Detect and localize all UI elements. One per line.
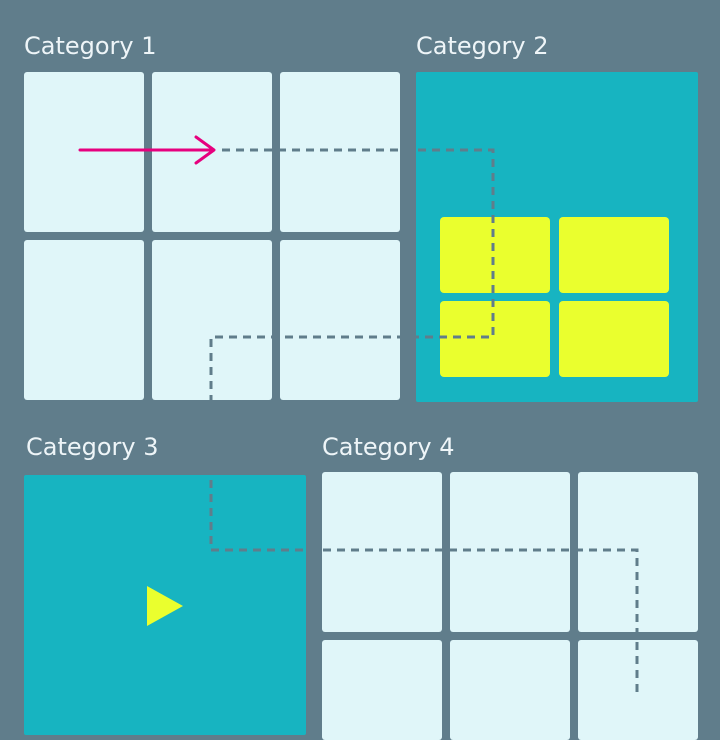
category-4-tile[interactable]: [450, 640, 570, 740]
category-1-tile[interactable]: [152, 72, 272, 232]
category-1-tile[interactable]: [280, 72, 400, 232]
category-4-tile[interactable]: [450, 472, 570, 632]
category-4-tile[interactable]: [322, 472, 442, 632]
category-4-tile[interactable]: [578, 472, 698, 632]
category-2-chip[interactable]: [440, 217, 550, 293]
category-2-chip[interactable]: [440, 301, 550, 377]
category-3-panel[interactable]: [24, 475, 306, 735]
category-1-tile[interactable]: [24, 240, 144, 400]
category-4-tile[interactable]: [322, 640, 442, 740]
category-4-tile[interactable]: [578, 640, 698, 740]
category-1-tile[interactable]: [280, 240, 400, 400]
category-1-tile[interactable]: [24, 72, 144, 232]
category-3-label: Category 3: [26, 433, 159, 461]
category-2-chip[interactable]: [559, 217, 669, 293]
category-2-chip[interactable]: [559, 301, 669, 377]
category-1-tile[interactable]: [152, 240, 272, 400]
category-4-label: Category 4: [322, 433, 455, 461]
category-2-label: Category 2: [416, 32, 549, 60]
category-1-label: Category 1: [24, 32, 157, 60]
